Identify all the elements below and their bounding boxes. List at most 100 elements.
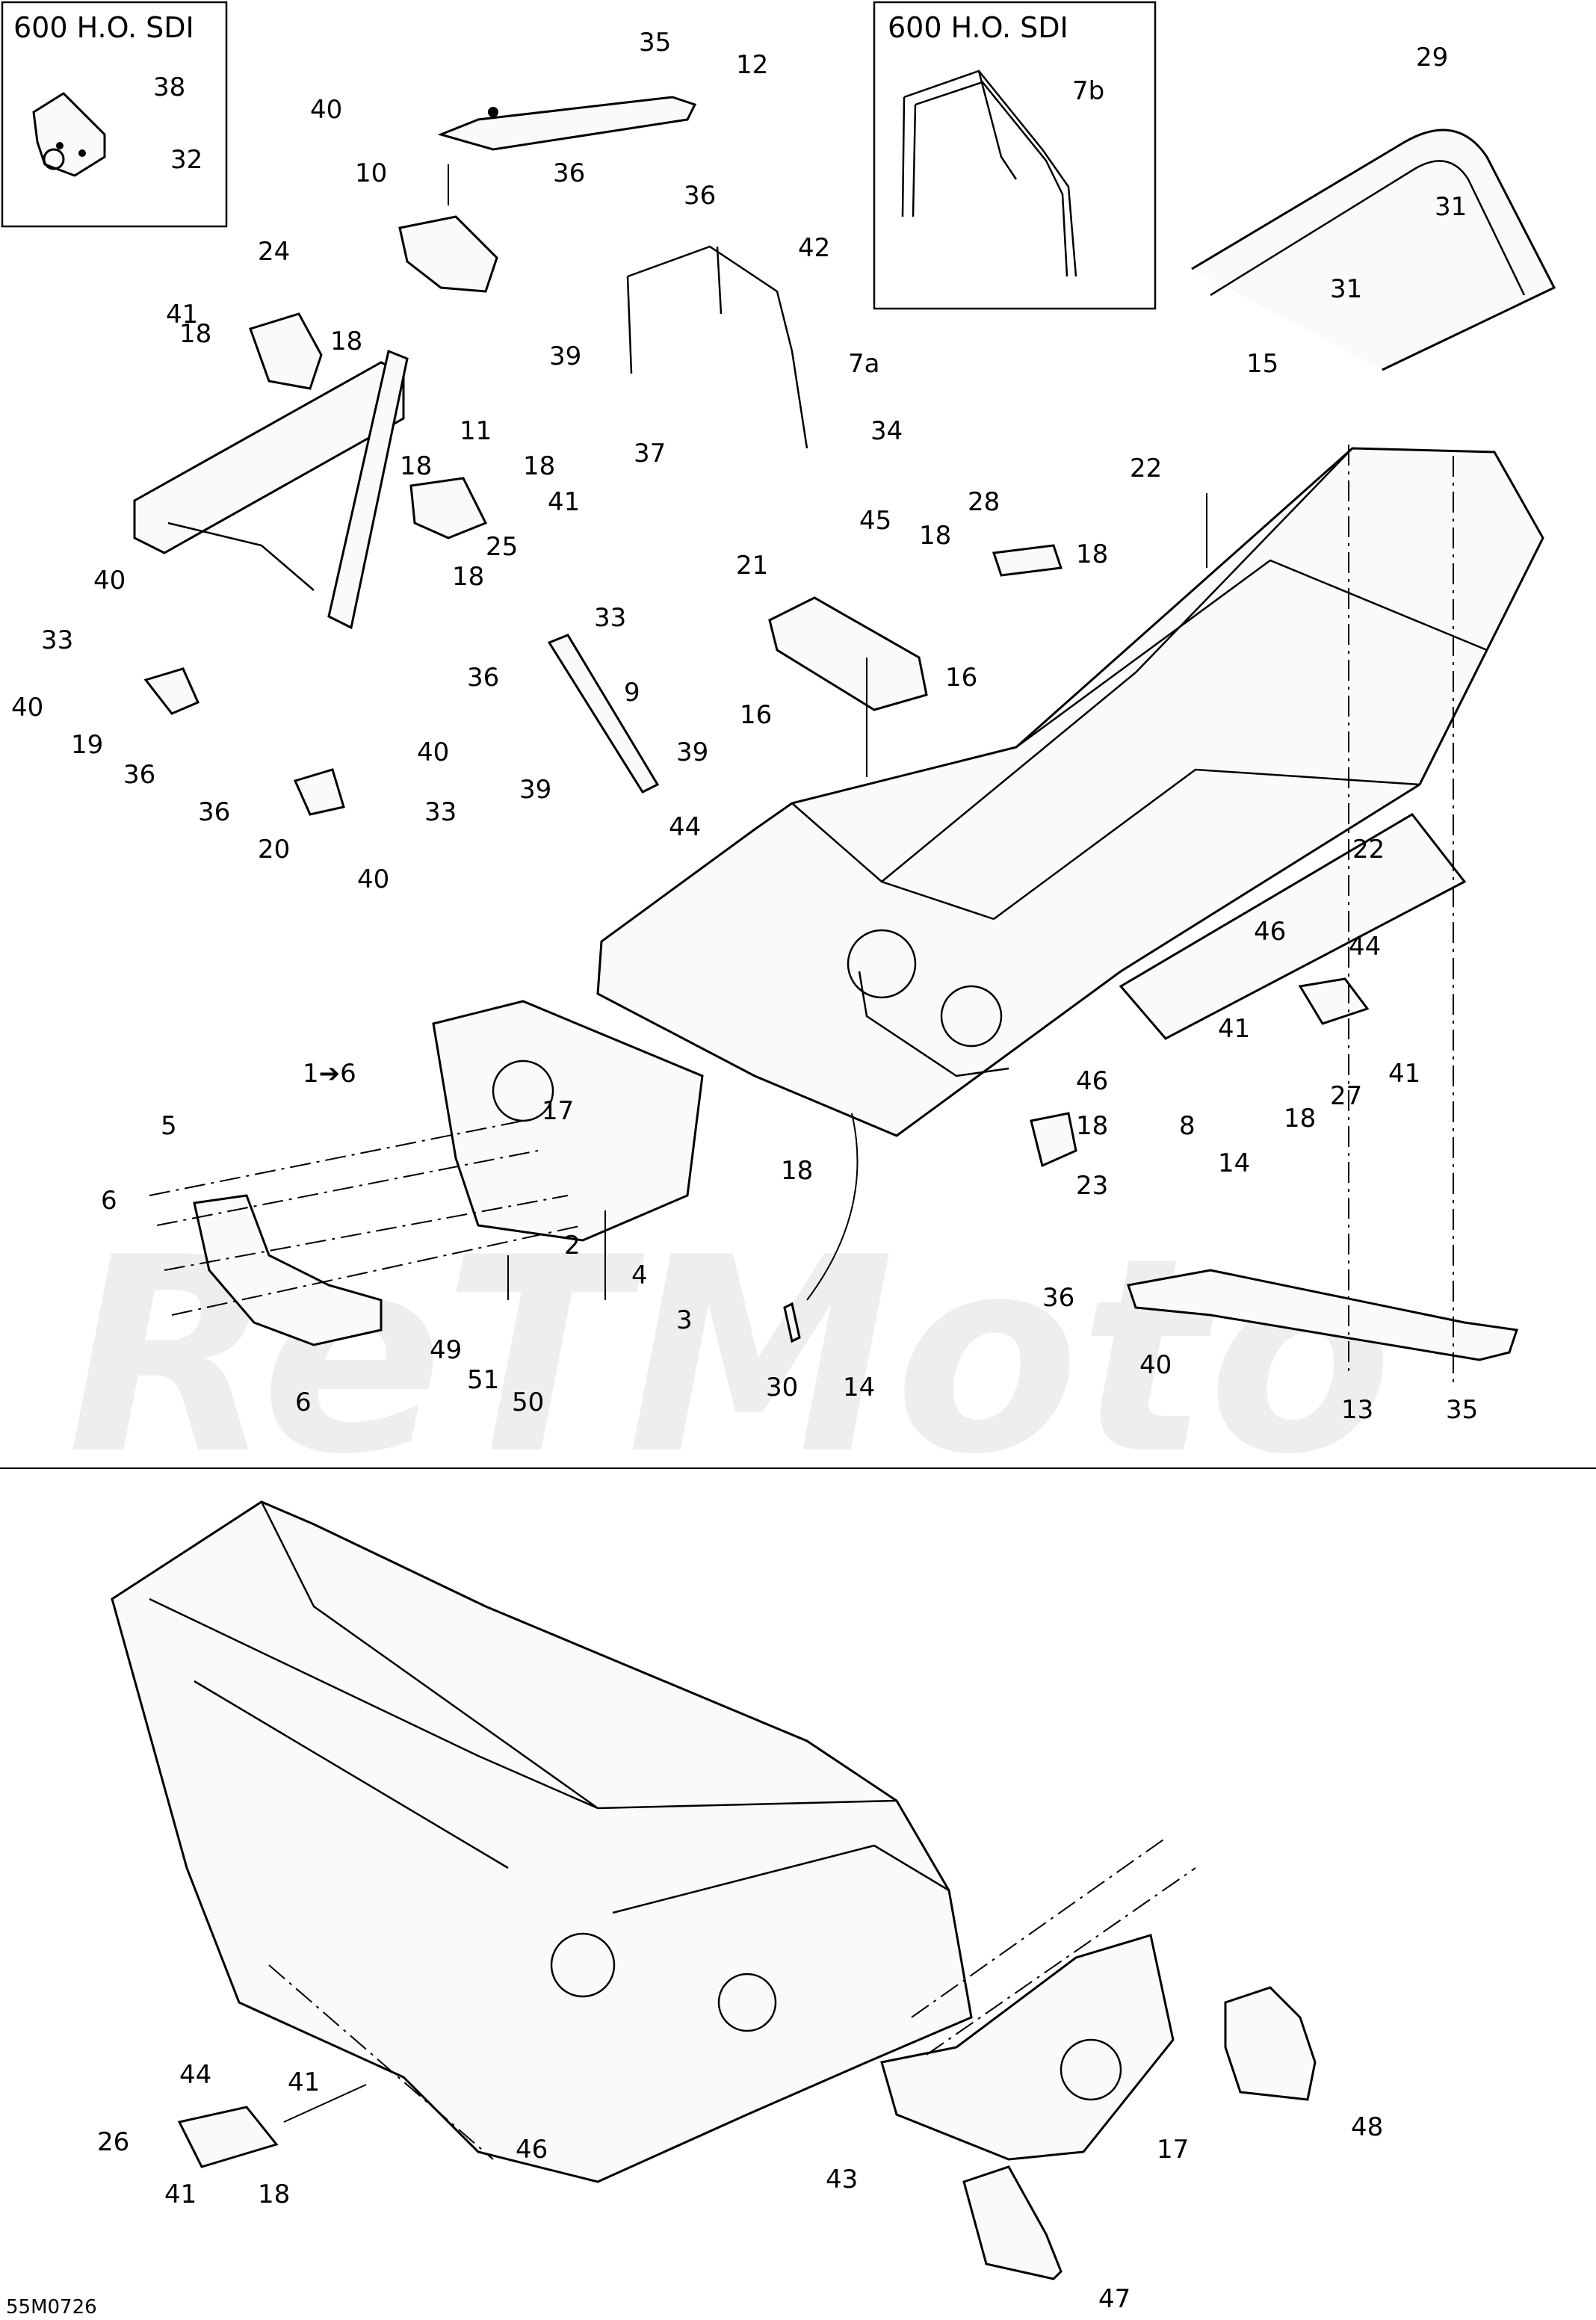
callout-5: 5 <box>161 1111 177 1141</box>
steering-arm-9 <box>547 634 660 794</box>
callout-39-b: 39 <box>676 737 708 767</box>
callout-2: 2 <box>564 1231 581 1260</box>
callout-16-b: 16 <box>740 700 772 730</box>
handle-bumper-29 <box>1191 129 1556 371</box>
callout-18-d: 18 <box>523 451 555 481</box>
bracket-21 <box>768 596 928 711</box>
callout-40-b: 40 <box>93 566 126 596</box>
callout-48: 48 <box>1351 2112 1383 2142</box>
inset-box-right: 600 H.O. SDI <box>873 1 1157 310</box>
inset-box-left: 600 H.O. SDI <box>1 1 228 228</box>
callout-33: 33 <box>41 625 73 655</box>
callout-14-b: 14 <box>843 1373 875 1402</box>
bracket-10 <box>398 215 498 293</box>
callout-46-c: 46 <box>516 2135 548 2165</box>
side-plate-5 <box>193 1194 383 1346</box>
footrest-27 <box>1298 977 1370 1025</box>
callout-47: 47 <box>1098 2284 1130 2314</box>
bracket-20 <box>293 768 345 816</box>
callout-8: 8 <box>1179 1111 1196 1141</box>
callout-7a: 7a <box>848 349 879 379</box>
assembly-lines-bottom <box>268 1837 1196 2160</box>
callout-41-d: 41 <box>1388 1059 1420 1089</box>
callouts-top: 38 32 35 12 40 36 10 7b 29 31 31 24 41 1… <box>11 28 1478 1425</box>
callout-18-g: 18 <box>1076 539 1108 569</box>
callout-22: 22 <box>1130 454 1162 483</box>
bracket-19 <box>143 667 200 715</box>
lower-column-13 <box>1127 1269 1518 1361</box>
callout-18-i: 18 <box>781 1156 813 1186</box>
callout-43: 43 <box>826 2165 858 2194</box>
skid-47 <box>962 2165 1063 2280</box>
callout-21: 21 <box>736 551 768 581</box>
callout-36: 36 <box>553 158 585 188</box>
callout-1-6: 1➔6 <box>303 1059 356 1089</box>
callout-24: 24 <box>258 237 290 267</box>
upper-column-11 <box>133 349 409 630</box>
bracket-28 <box>992 544 1063 577</box>
callout-18-k: 18 <box>258 2180 290 2209</box>
callout-18-e: 18 <box>452 562 484 592</box>
callout-29: 29 <box>1416 43 1448 72</box>
callout-44-b: 44 <box>1349 932 1381 962</box>
callout-51: 51 <box>467 1365 499 1395</box>
callout-23: 23 <box>1076 1171 1108 1201</box>
callout-49: 49 <box>430 1335 462 1365</box>
callout-46: 46 <box>1254 917 1286 947</box>
callout-10: 10 <box>355 158 387 188</box>
callout-4: 4 <box>631 1260 648 1290</box>
bracket-25 <box>409 477 488 539</box>
callout-25: 25 <box>486 532 518 562</box>
callout-9: 9 <box>624 678 640 708</box>
callout-40-f: 40 <box>1139 1350 1172 1380</box>
callout-11: 11 <box>460 416 492 446</box>
callout-41: 41 <box>166 300 198 330</box>
figure-reference: 55M0726 <box>6 2296 97 2319</box>
callout-6: 6 <box>101 1186 117 1216</box>
callout-12: 12 <box>736 50 768 80</box>
callout-26: 26 <box>97 2127 129 2157</box>
chassis-frame-bottom <box>111 1500 973 2183</box>
footrest-26 <box>177 2106 279 2168</box>
callout-44-c: 44 <box>179 2060 211 2090</box>
steering-support-7a <box>626 245 808 449</box>
callout-37: 37 <box>634 439 666 468</box>
callout-40-c: 40 <box>11 693 43 723</box>
skid-48 <box>1224 1986 1317 2101</box>
steering-column-support-12 <box>437 96 697 151</box>
front-suspension-bracket-bottom <box>880 1934 1175 2161</box>
front-suspension-bracket-1-6 <box>432 1000 704 1242</box>
callouts-bottom: 44 41 26 41 18 46 43 17 48 47 <box>97 2060 1383 2314</box>
callout-33-b: 33 <box>594 603 626 633</box>
bracket-23 <box>1030 1112 1077 1168</box>
callout-18-j: 18 <box>1076 1111 1108 1141</box>
callout-44: 44 <box>669 812 701 842</box>
running-board-14 <box>1119 813 1467 1040</box>
callout-41-b: 41 <box>548 487 580 517</box>
callout-36-d: 36 <box>467 663 499 693</box>
callout-31-b: 31 <box>1330 274 1362 304</box>
callout-35-b: 35 <box>1446 1395 1478 1425</box>
callout-17-b: 17 <box>1157 2135 1189 2165</box>
callout-30: 30 <box>766 1373 798 1402</box>
callout-18-c: 18 <box>400 451 432 481</box>
callout-36-b: 36 <box>684 181 716 211</box>
callout-41-f: 41 <box>164 2180 197 2209</box>
callout-50: 50 <box>512 1388 544 1417</box>
callout-27: 27 <box>1330 1081 1362 1111</box>
callout-46-b: 46 <box>1076 1066 1108 1096</box>
bracket-24 <box>249 312 323 390</box>
callout-28: 28 <box>968 487 1000 517</box>
callout-41-e: 41 <box>288 2067 320 2097</box>
callout-6-b: 6 <box>295 1388 312 1417</box>
callout-36-e: 36 <box>198 797 230 827</box>
steering-support-7b <box>901 69 1077 277</box>
callout-16-a: 16 <box>945 663 977 693</box>
callout-32: 32 <box>170 145 202 175</box>
callout-18-b: 18 <box>330 327 362 356</box>
callout-22-b: 22 <box>1352 835 1385 864</box>
callout-38: 38 <box>153 72 185 102</box>
bracket-38-part <box>32 92 106 177</box>
callout-31-a: 31 <box>1435 192 1467 222</box>
